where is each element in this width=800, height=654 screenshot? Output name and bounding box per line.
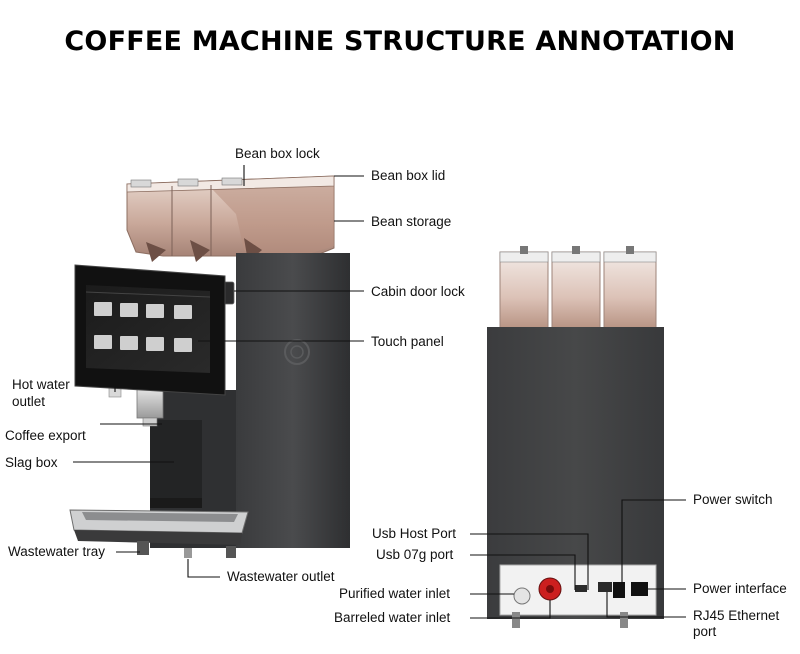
machine-body bbox=[236, 253, 350, 548]
touch-panel-display bbox=[74, 264, 226, 396]
bean-hoppers-back bbox=[499, 246, 657, 329]
label-hot-water-outlet-line2: outlet bbox=[12, 394, 46, 409]
label-power-interface: Power interface bbox=[693, 581, 787, 596]
leader-lines bbox=[73, 165, 686, 619]
label-bean-box-lid: Bean box lid bbox=[371, 168, 446, 183]
bean-hoppers-front bbox=[126, 175, 335, 263]
coffee-spout bbox=[136, 387, 164, 419]
power-switch-part bbox=[613, 582, 625, 598]
rj45-port-part bbox=[598, 582, 612, 592]
label-rj45-line1: RJ45 Ethernet bbox=[693, 608, 780, 623]
label-purified-water-inlet: Purified water inlet bbox=[339, 586, 451, 601]
power-interface-part bbox=[631, 582, 648, 596]
label-slag-box: Slag box bbox=[5, 455, 58, 470]
usb-port-part bbox=[575, 585, 587, 592]
label-usb-host-port: Usb Host Port bbox=[372, 526, 457, 541]
label-hot-water-outlet-line1: Hot water bbox=[12, 377, 70, 392]
label-wastewater-tray: Wastewater tray bbox=[8, 544, 106, 559]
front-machine bbox=[69, 175, 350, 558]
label-power-switch: Power switch bbox=[693, 492, 773, 507]
label-touch-panel: Touch panel bbox=[371, 334, 444, 349]
label-rj45-line2: port bbox=[693, 624, 717, 639]
purified-water-inlet-part bbox=[513, 587, 531, 605]
label-usb-07g-port: Usb 07g port bbox=[376, 547, 454, 562]
label-bean-storage: Bean storage bbox=[371, 214, 452, 229]
vent-grille bbox=[284, 339, 310, 365]
label-wastewater-outlet: Wastewater outlet bbox=[227, 569, 335, 584]
label-barreled-water-inlet: Barreled water inlet bbox=[334, 610, 451, 625]
drip-tray bbox=[69, 509, 249, 558]
label-cabin-door-lock: Cabin door lock bbox=[371, 284, 465, 299]
label-bean-box-lock: Bean box lock bbox=[235, 146, 320, 161]
label-coffee-export: Coffee export bbox=[5, 428, 86, 443]
page-title: COFFEE MACHINE STRUCTURE ANNOTATION bbox=[64, 26, 736, 57]
